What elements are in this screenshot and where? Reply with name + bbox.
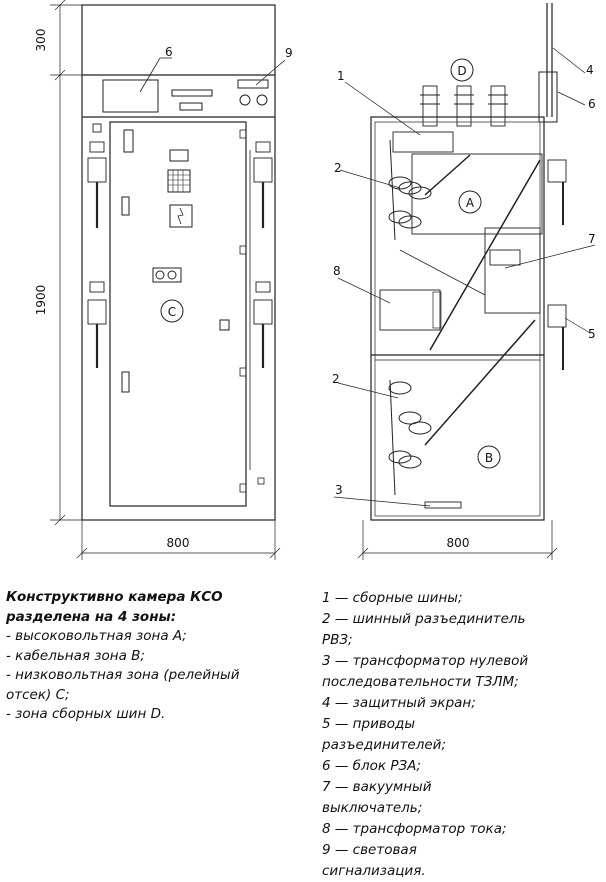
callout-5: 5 <box>588 327 596 341</box>
legend-component-item: 9 — световая <box>322 842 417 858</box>
legend-component-item: последовательности ТЗЛМ; <box>322 674 519 690</box>
legend-component-item: 4 — защитный экран; <box>322 695 476 711</box>
legend-zone-item: - высоковольтная зона А; <box>6 628 187 644</box>
dim-front-body: 1900 <box>34 285 48 316</box>
callout-6-side: 6 <box>588 97 596 111</box>
legend-component-item: РВЗ; <box>322 632 353 648</box>
legend-component-item: 1 — сборные шины; <box>322 590 463 606</box>
zone-c-label: C <box>168 305 176 319</box>
zone-d-label: D <box>457 64 466 78</box>
legend-component-item: 6 — блок РЗА; <box>322 758 421 774</box>
legend-title-line2: разделена на 4 зоны: <box>6 608 177 625</box>
components-legend: 1 — сборные шины; 2 — шинный разъедините… <box>322 588 602 882</box>
dim-side-width: 800 <box>447 536 470 550</box>
legend-title-line1: Конструктивно камера КСО <box>6 589 223 605</box>
zone-a-label: A <box>466 196 475 210</box>
callout-8: 8 <box>333 264 341 278</box>
legend-component-item: 2 — шинный разъединитель <box>322 611 526 627</box>
legend-component-item: 5 — приводы <box>322 716 416 732</box>
legend-component-item: выключатель; <box>322 800 423 816</box>
legend-component-item: сигнализация. <box>322 863 426 879</box>
callout-3: 3 <box>335 483 343 497</box>
dim-front-width: 800 <box>167 536 190 550</box>
callout-9: 9 <box>285 46 293 60</box>
callout-6-front: 6 <box>165 45 173 59</box>
front-view <box>50 0 286 560</box>
dim-front-top: 300 <box>34 29 48 52</box>
callout-4: 4 <box>586 63 594 77</box>
legend-component-item: 7 — вакуумный <box>322 779 432 795</box>
legend-component-item: разъединителей; <box>322 737 446 753</box>
legend-zone-item: - зона сборных шин D. <box>6 706 166 722</box>
zone-b-label: B <box>485 451 493 465</box>
legend-zone-item: отсек) С; <box>6 686 70 703</box>
legend-component-item: 8 — трансформатор тока; <box>322 821 507 837</box>
legend-component-item: 3 — трансформатор нулевой <box>322 653 529 669</box>
legend-zone-item: - низковольтная зона (релейный <box>6 667 240 683</box>
callout-2-lower: 2 <box>332 372 340 386</box>
callout-7: 7 <box>588 232 596 246</box>
callout-1: 1 <box>337 69 345 83</box>
kso-cabinet-drawing: 300 1900 800 800 C D A B 6 9 1 2 4 6 7 8… <box>34 0 596 560</box>
callout-2-upper: 2 <box>334 161 342 175</box>
zones-legend: Конструктивно камера КСО разделена на 4 … <box>6 588 306 725</box>
side-view <box>333 3 596 560</box>
legend-zone-item: - кабельная зона В; <box>6 647 145 664</box>
